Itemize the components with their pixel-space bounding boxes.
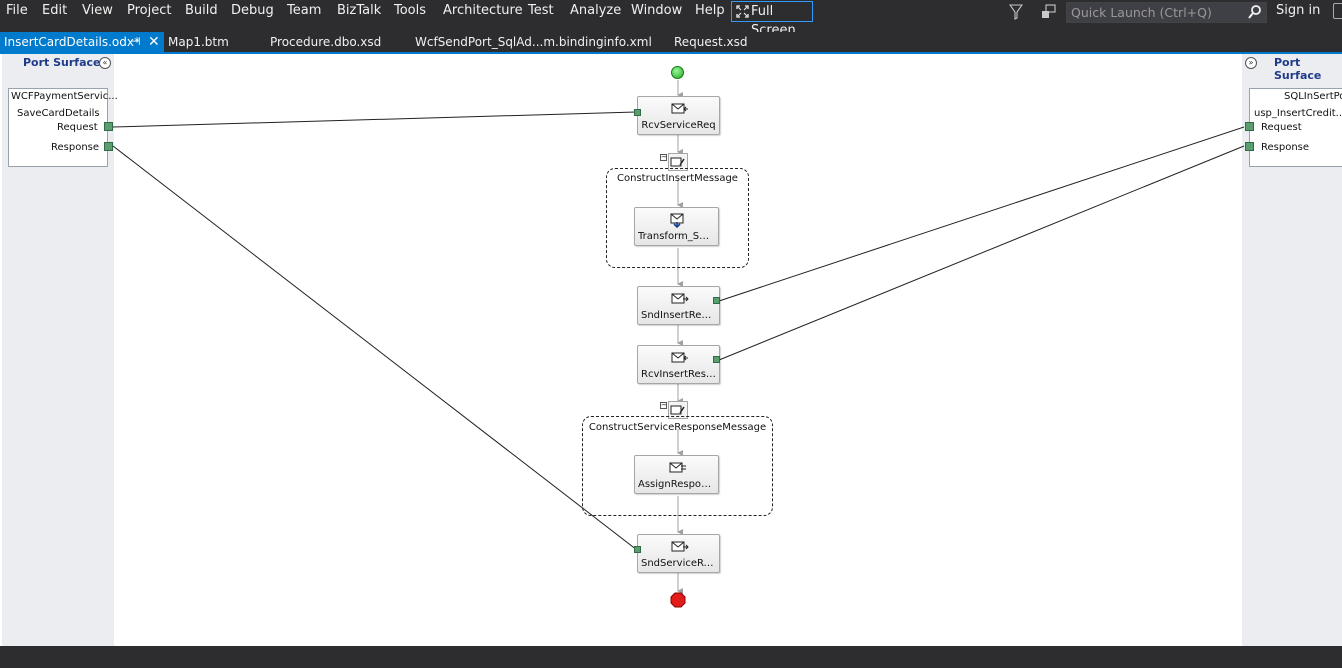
collapse-icon[interactable]: − (660, 401, 667, 409)
account-icon[interactable] (1333, 3, 1342, 19)
fullscreen-icon (736, 5, 749, 18)
pin-icon[interactable]: ⊣ (131, 35, 141, 48)
shape-label: SndServiceRes... (641, 558, 719, 569)
feedback-icon[interactable] (1041, 4, 1057, 20)
receive-shape-rcvinsertresp[interactable]: RcvInsertResp... (637, 345, 720, 384)
menu-debug[interactable]: Debug (231, 3, 274, 18)
receive-icon (671, 103, 688, 114)
assign-icon (669, 462, 686, 473)
construct-shape-header[interactable] (668, 153, 688, 171)
tab-request[interactable]: Request.xsd (674, 35, 748, 49)
port-response-label: Response (51, 142, 100, 153)
menu-analyze[interactable]: Analyze (570, 3, 622, 18)
menu-test[interactable]: Test (528, 3, 554, 18)
construct-shape-header[interactable] (668, 401, 688, 419)
port-request-label: Request (57, 122, 98, 133)
send-icon (671, 293, 689, 304)
port-operation: usp_InsertCredit... (1254, 108, 1342, 119)
transform-shape[interactable]: Transform_Ser... (634, 207, 719, 246)
transform-icon (670, 213, 684, 229)
menu-bar: File Edit View Project Build Debug Team … (0, 0, 1342, 38)
search-icon[interactable] (1248, 5, 1261, 19)
shape-port-connector[interactable] (634, 546, 641, 553)
status-strip (0, 646, 1342, 668)
menu-help[interactable]: Help (695, 3, 725, 18)
start-shape[interactable] (671, 66, 684, 79)
end-shape[interactable] (670, 592, 686, 608)
construct-insert-label: ConstructInsertMessage (617, 173, 738, 184)
tab-procedure[interactable]: Procedure.dbo.xsd (270, 35, 382, 49)
close-icon[interactable]: ✕ (148, 34, 160, 50)
collapse-right-icon[interactable]: » (1245, 57, 1257, 69)
receive-shape-rcvservicereq[interactable]: RcvServiceReq (637, 96, 720, 135)
menu-team[interactable]: Team (287, 3, 322, 18)
menu-view[interactable]: View (82, 3, 113, 18)
construct-scope-response[interactable] (582, 416, 773, 516)
menu-biztalk[interactable]: BizTalk (337, 3, 382, 18)
construct-response-label: ConstructServiceResponseMessage (588, 422, 767, 433)
port-wcfpaymentservice[interactable]: WCFPaymentServic... SaveCardDetails Requ… (8, 88, 118, 167)
shape-port-connector[interactable] (634, 109, 641, 116)
send-shape-sndinsertreq[interactable]: SndInsertReq... (637, 286, 720, 325)
port-surface-right: » Port Surface SQLInSertPor usp_InsertCr… (1242, 54, 1342, 646)
receive-icon (671, 352, 688, 363)
port-operation: SaveCardDetails (17, 108, 100, 119)
document-tabstrip: InsertCardDetails.odx* ⊣ ✕ Map1.btm Proc… (0, 32, 1342, 52)
menu-file[interactable]: File (6, 3, 28, 18)
port-surface-title-left: Port Surface (23, 56, 101, 69)
port-connector-left-response[interactable] (104, 142, 113, 151)
filter-icon[interactable] (1009, 4, 1023, 20)
port-connector-right-request[interactable] (1245, 122, 1254, 131)
full-screen-button[interactable]: Full Screen (731, 1, 813, 38)
port-response-label: Response (1261, 142, 1310, 153)
menu-tools[interactable]: Tools (394, 3, 427, 18)
port-binding-lines (112, 111, 1245, 551)
shape-label: RcvServiceReq (641, 120, 716, 131)
tab-wcfsendport[interactable]: WcfSendPort_SqlAd...m.bindinginfo.xml (415, 35, 652, 49)
menu-window[interactable]: Window (631, 3, 683, 18)
tab-label: InsertCardDetails.odx* (4, 35, 140, 49)
menu-project[interactable]: Project (127, 3, 172, 18)
shape-port-connector[interactable] (713, 356, 720, 363)
menu-build[interactable]: Build (185, 3, 218, 18)
shape-label: AssignResponse (638, 479, 718, 490)
tab-insertcarddetails[interactable]: InsertCardDetails.odx* ⊣ ✕ (0, 32, 164, 52)
port-sqlinsertport[interactable]: SQLInSertPor usp_InsertCredit... Request… (1249, 88, 1342, 167)
shape-label: RcvInsertResp... (641, 369, 719, 380)
send-icon (671, 541, 689, 552)
orchestration-canvas[interactable]: Port Surface « WCFPaymentServic... SaveC… (0, 54, 1342, 646)
quick-launch-input[interactable] (1066, 2, 1267, 23)
port-name: SQLInSertPor (1284, 91, 1342, 102)
port-request-label: Request (1261, 122, 1302, 133)
collapse-left-icon[interactable]: « (99, 57, 111, 69)
collapse-icon[interactable]: − (660, 153, 667, 161)
port-connector-right-response[interactable] (1245, 142, 1254, 151)
shape-label: SndInsertReq... (641, 310, 718, 321)
message-assignment-shape[interactable]: AssignResponse (634, 455, 719, 494)
menu-architecture[interactable]: Architecture (443, 3, 523, 18)
construct-icon (670, 157, 685, 167)
tab-map1[interactable]: Map1.btm (168, 35, 229, 49)
connection-lines (112, 80, 1245, 594)
construct-scope-insert[interactable] (606, 168, 749, 268)
port-surface-left: Port Surface « WCFPaymentServic... SaveC… (2, 54, 118, 646)
shape-port-connector[interactable] (713, 297, 720, 304)
port-surface-title-right: Port Surface (1274, 56, 1322, 82)
shape-label: Transform_Ser... (638, 231, 718, 242)
port-name: WCFPaymentServic... (11, 91, 118, 102)
construct-icon (670, 405, 685, 415)
send-shape-sndserviceres[interactable]: SndServiceRes... (637, 534, 720, 573)
port-connector-left-request[interactable] (104, 122, 113, 131)
menu-edit[interactable]: Edit (42, 3, 68, 18)
sign-in-link[interactable]: Sign in (1276, 3, 1321, 18)
tab-accent-line (0, 52, 1342, 54)
